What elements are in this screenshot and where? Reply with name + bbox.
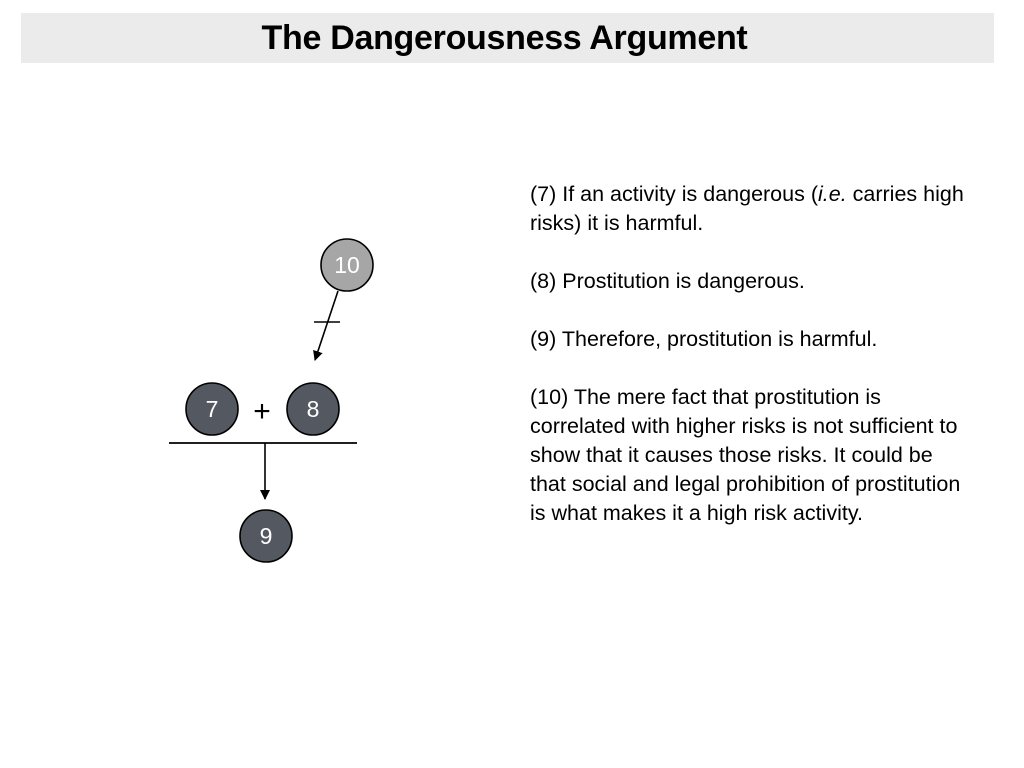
statement-8: (8) Prostitution is dangerous. — [530, 269, 805, 293]
statement-7: (7) If an activity is dangerous (i.e. ca… — [530, 180, 970, 238]
statement-7-text-a: (7) If an activity is dangerous ( — [530, 182, 818, 206]
title-band: The Dangerousness Argument — [21, 13, 994, 63]
node-7-label: 7 — [206, 396, 219, 422]
rebuttal-arrow — [313, 290, 340, 361]
statement-9: (9) Therefore, prostitution is harmful. — [530, 327, 878, 351]
node-10: 10 — [320, 238, 374, 292]
node-10-label: 10 — [334, 252, 360, 278]
node-9: 9 — [239, 509, 293, 563]
statement-10: (10) The mere fact that prostitution is … — [530, 385, 961, 525]
node-9-label: 9 — [260, 523, 273, 549]
node-7: 7 — [185, 382, 239, 436]
statement-7-text-b: carries high risks) it is harmful. — [530, 182, 964, 235]
slide-title: The Dangerousness Argument — [261, 18, 748, 57]
node-8-label: 8 — [307, 396, 320, 422]
statement-7-italic: i.e. — [817, 182, 847, 206]
plus-operator: + — [253, 395, 271, 428]
statements-list: (7) If an activity is dangerous (i.e. ca… — [530, 180, 970, 557]
node-8: 8 — [286, 382, 340, 436]
